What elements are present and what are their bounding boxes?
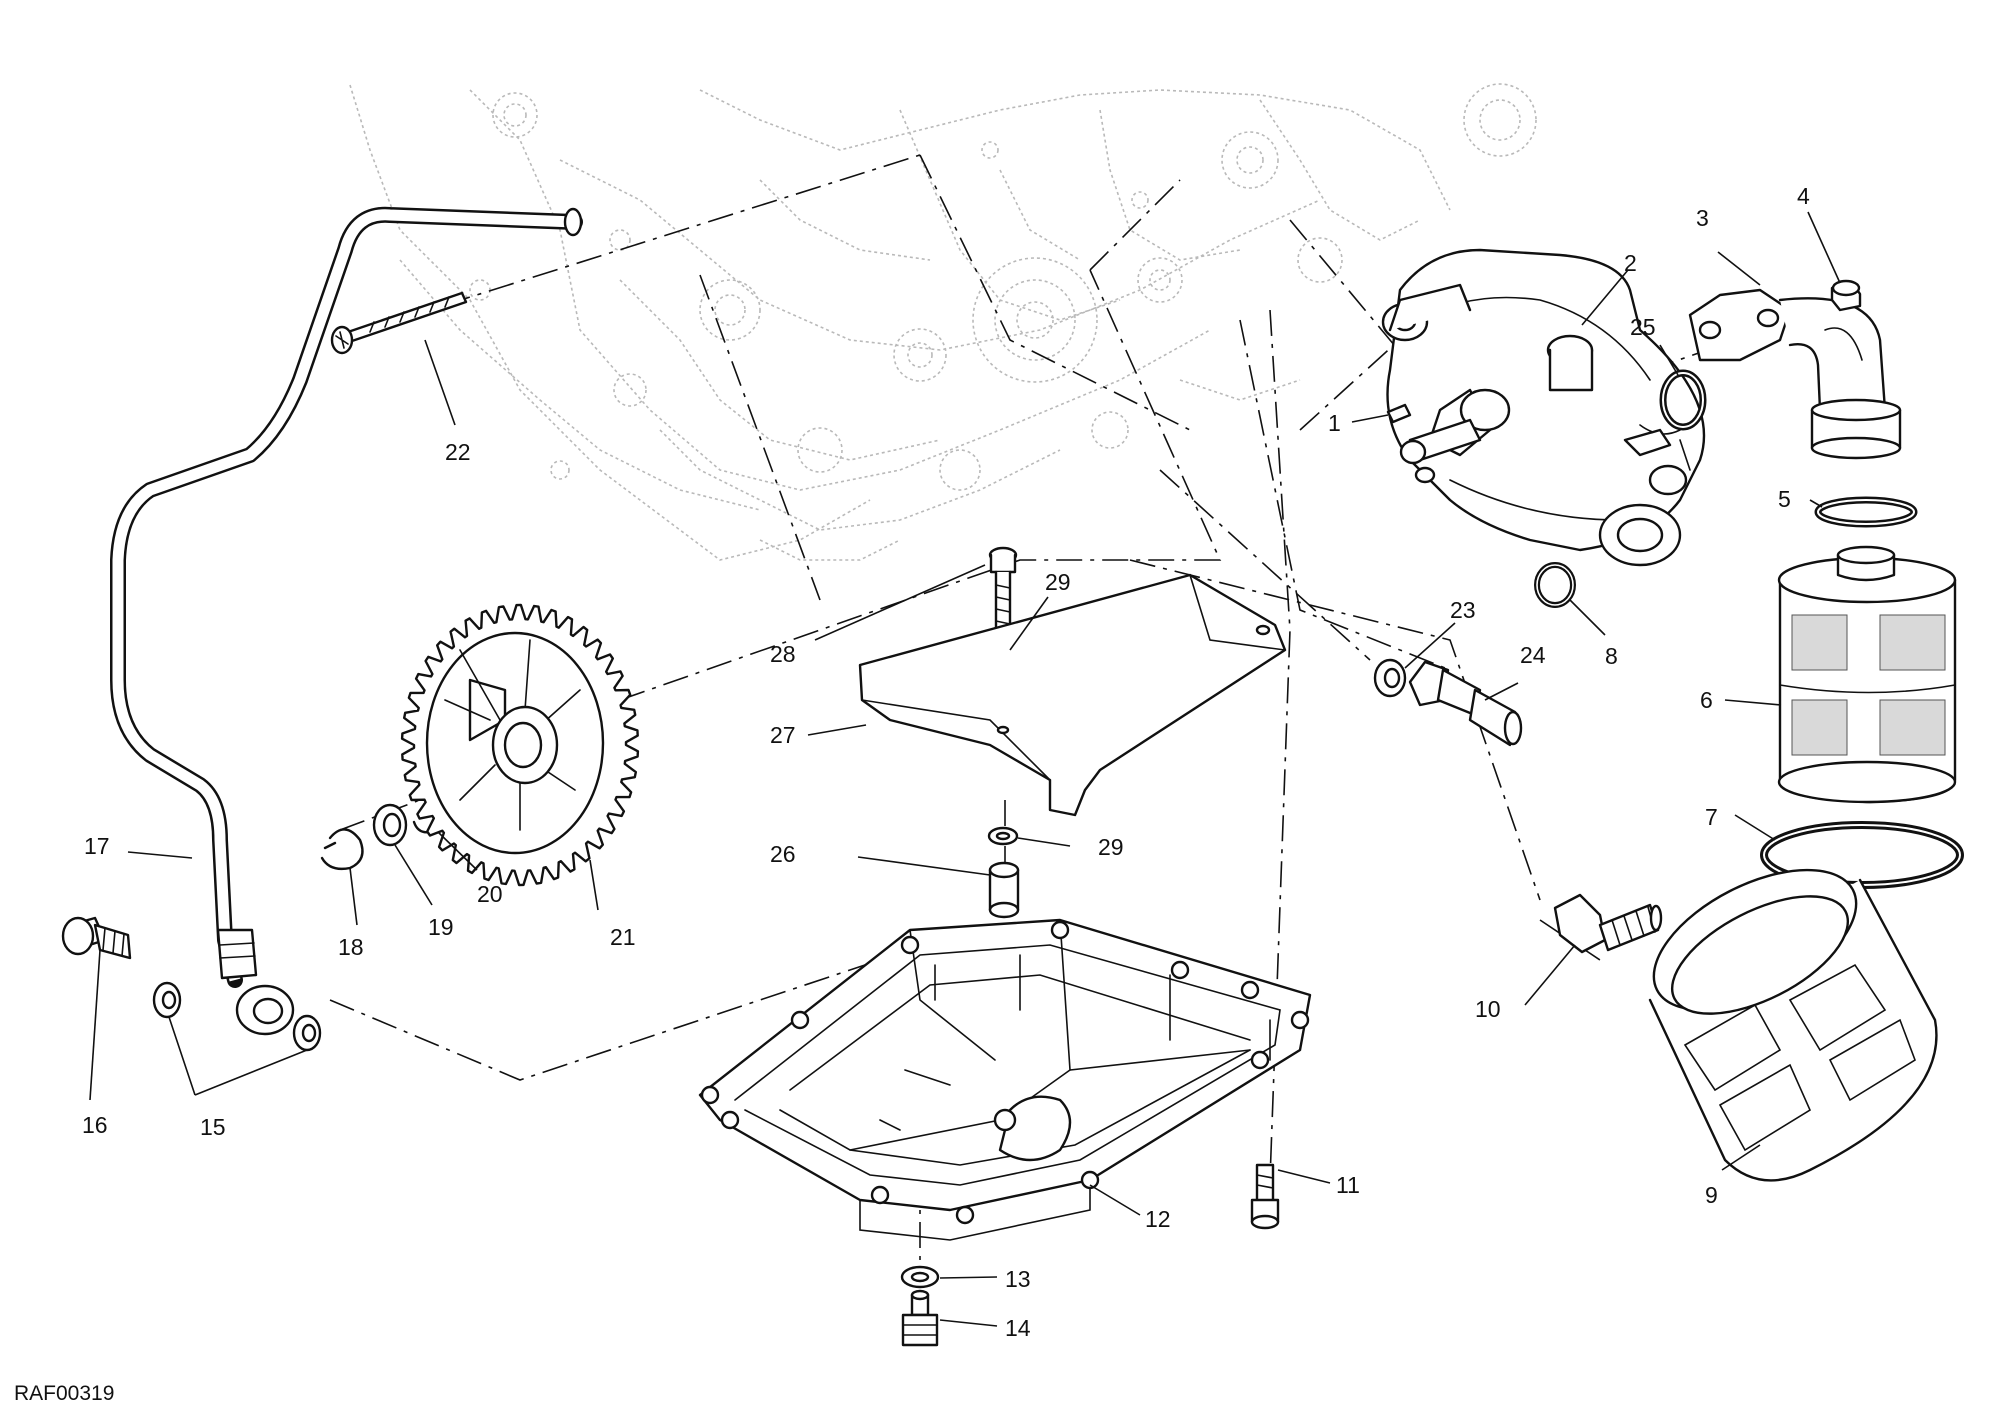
part-2-oil-pump: [1381, 248, 1706, 567]
part-13-washer: [900, 1265, 940, 1289]
callout-11: 11: [1336, 1172, 1360, 1198]
part-8-o-ring: [1534, 562, 1576, 608]
callout-19: 19: [428, 914, 454, 940]
part-26-spacer: [988, 861, 1020, 919]
callout-29-lower: 29: [1098, 834, 1124, 860]
part-12-oil-sump: [698, 918, 1312, 1241]
callout-8: 8: [1605, 643, 1618, 669]
part-22-bolt: [330, 291, 468, 355]
part-25-o-ring: [1659, 369, 1707, 431]
callout-5: 5: [1778, 486, 1791, 512]
callout-13: 13: [1005, 1266, 1031, 1292]
part-10-threaded-nipple: [1553, 893, 1663, 954]
callout-21: 21: [610, 924, 636, 950]
part-24-oil-pressure-sensor: [1408, 660, 1523, 747]
callout-20: 20: [477, 881, 503, 907]
reference-code: RAF00319: [14, 1382, 114, 1405]
part-21-sprocket: [400, 603, 640, 887]
callout-7: 7: [1705, 804, 1718, 830]
callout-3: 3: [1696, 205, 1709, 231]
callout-28: 28: [770, 641, 796, 667]
callout-27: 27: [770, 722, 796, 748]
callout-16: 16: [82, 1112, 108, 1138]
part-28-screw: [988, 546, 1018, 638]
part-5-o-ring: [1814, 496, 1918, 528]
part-3-elbow-fitting: [1688, 288, 1902, 460]
callout-18: 18: [338, 934, 364, 960]
callout-1: 1: [1328, 410, 1341, 436]
callout-labels: 1 2 3 4 5 6 7 8 9 10 11 12 13 14 15 16 1…: [82, 183, 1810, 1341]
callout-22: 22: [445, 439, 471, 465]
callout-4: 4: [1797, 183, 1810, 209]
callout-24: 24: [1520, 642, 1546, 668]
callout-2: 2: [1624, 250, 1637, 276]
part-6-mesh-filter: [1777, 545, 1957, 804]
part-23-washer: [1373, 658, 1407, 698]
callout-6: 6: [1700, 687, 1713, 713]
callout-9: 9: [1705, 1182, 1718, 1208]
part-14-drain-plug: [901, 1289, 939, 1347]
part-9-oil-filter: [1648, 868, 1938, 1182]
part-17-oil-hose: [110, 206, 583, 1036]
part-4-plug: [1830, 279, 1862, 312]
part-15-sealing-washers: [152, 981, 322, 1052]
callout-leader-lines: [89, 211, 1841, 1327]
callout-25: 25: [1630, 314, 1656, 340]
part-16-banjo-bolt: [61, 916, 132, 960]
callout-14: 14: [1005, 1315, 1031, 1341]
part-27-baffle-plate: [858, 573, 1287, 817]
callout-26: 26: [770, 841, 796, 867]
part-11-bolt: [1250, 1163, 1280, 1230]
callout-29-upper: 29: [1045, 569, 1071, 595]
callout-23: 23: [1450, 597, 1476, 623]
engine-crankcase-ghost: [349, 83, 1537, 561]
callout-17: 17: [84, 833, 110, 859]
callout-10: 10: [1475, 996, 1501, 1022]
callout-12: 12: [1145, 1206, 1171, 1232]
part-1-key: [1386, 403, 1412, 424]
callout-15: 15: [200, 1114, 226, 1140]
